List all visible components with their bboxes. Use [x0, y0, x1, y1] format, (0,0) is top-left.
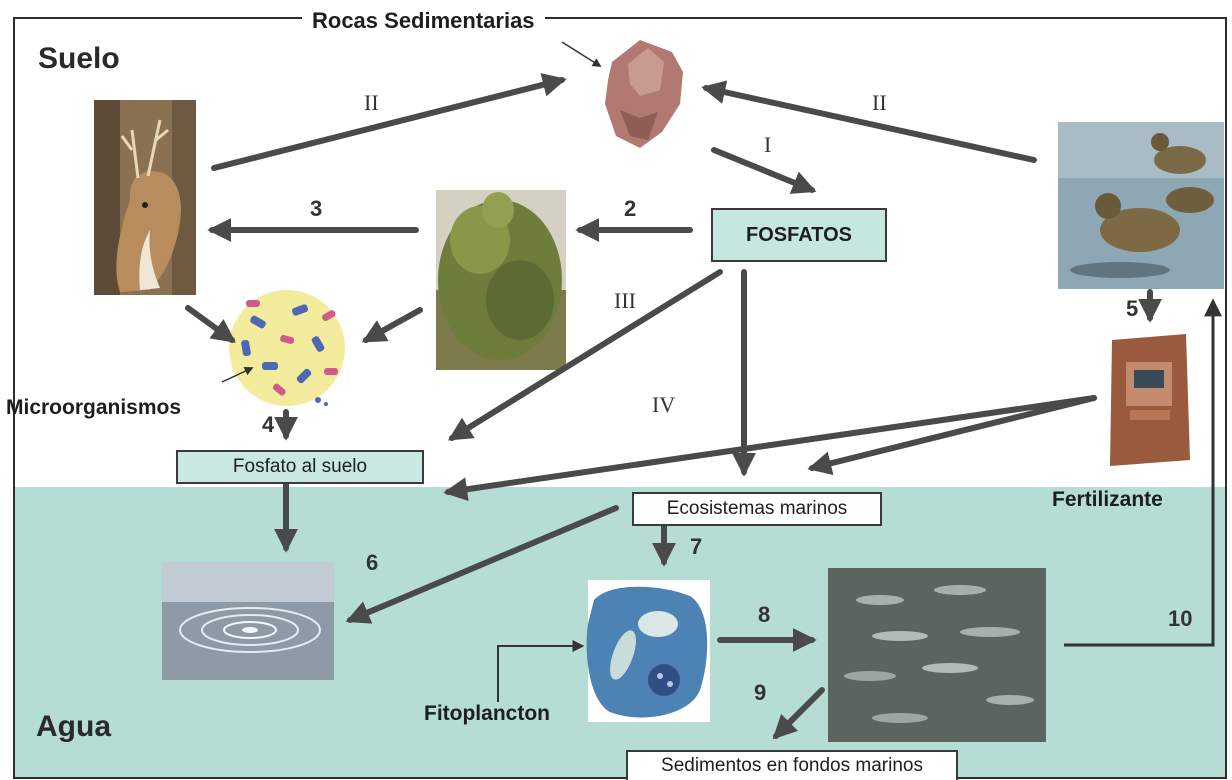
- region-label-water: Agua: [36, 710, 111, 744]
- phytoplankton-label: Fitoplancton: [424, 702, 550, 726]
- step-10: 10: [1168, 606, 1192, 632]
- soil-phosphate-box: Fosfato al suelo: [176, 450, 424, 484]
- title: Rocas Sedimentarias: [302, 8, 545, 34]
- microorganisms-cluster: [229, 290, 345, 406]
- step-9: 9: [754, 680, 766, 706]
- microorganisms-label: Microorganismos: [6, 396, 181, 420]
- fish-school: [828, 568, 1046, 742]
- phosphates-box: FOSFATOS: [711, 208, 887, 262]
- shrub: [436, 190, 566, 370]
- marine-sediments-box: Sedimentos en fondos marinos: [626, 750, 958, 780]
- step-8: 8: [758, 602, 770, 628]
- step-5: 5: [1126, 296, 1138, 322]
- roman-i: I: [764, 132, 771, 158]
- fertilizer-bag: [1110, 334, 1190, 466]
- phytoplankton-cells: [587, 580, 710, 722]
- roman-iv: IV: [652, 392, 675, 418]
- ducks: [1058, 122, 1224, 289]
- roman-ii-right: II: [872, 90, 887, 116]
- marine-ecosystems-box: Ecosistemas marinos: [632, 492, 882, 526]
- step-4: 4: [262, 412, 274, 438]
- deer: [94, 100, 196, 295]
- fertilizer-label: Fertilizante: [1052, 488, 1163, 512]
- roman-ii-left: II: [364, 90, 379, 116]
- step-3: 3: [310, 196, 322, 222]
- water-ripples: [162, 562, 334, 680]
- roman-iii: III: [614, 288, 636, 314]
- rock-pointer: [562, 42, 600, 66]
- step-6: 6: [366, 550, 378, 576]
- step-2: 2: [624, 196, 636, 222]
- step-7: 7: [690, 534, 702, 560]
- sedimentary-rock: [605, 40, 683, 148]
- region-label-soil: Suelo: [38, 42, 120, 76]
